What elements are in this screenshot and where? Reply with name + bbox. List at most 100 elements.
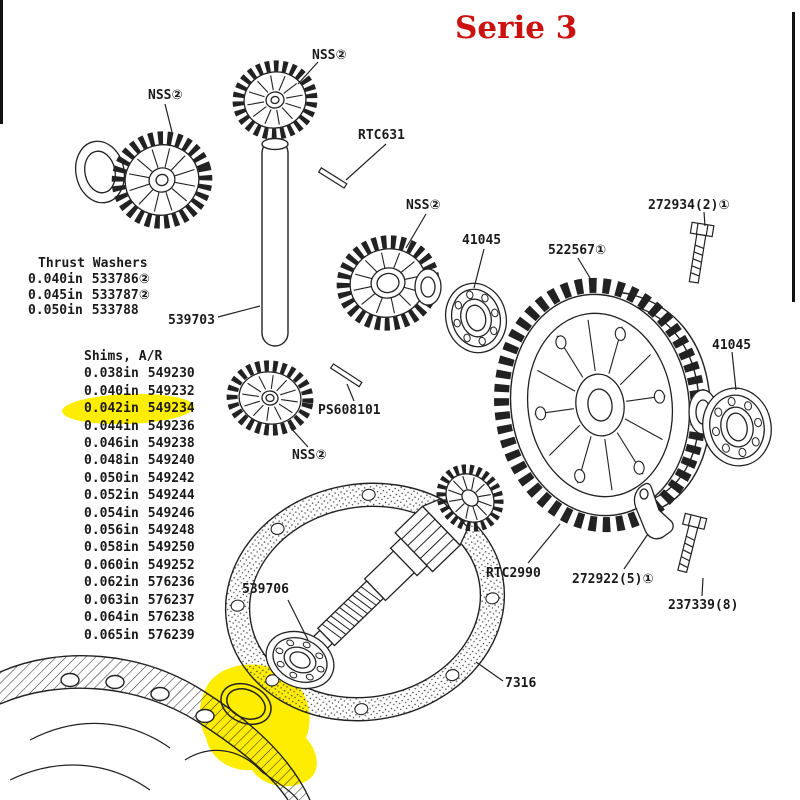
- shim-row-highlight: [62, 393, 194, 425]
- shim-size: 0.063in: [84, 592, 139, 608]
- shim-part: 549248: [147, 523, 195, 539]
- label-bearing-right: 41045: [712, 338, 752, 353]
- shim-size: 0.038in: [84, 366, 139, 382]
- tw-part: 533786: [91, 272, 139, 287]
- label-nss-mid: NSS②: [406, 198, 441, 213]
- label-roll-pin: PS608101: [318, 403, 381, 418]
- shim-row-highlighted: 0.042in 549234: [84, 400, 195, 417]
- bevel-pinion-top: [233, 60, 318, 140]
- bolt-top-part: [688, 221, 715, 284]
- cross-shaft: [261, 137, 289, 347]
- gasket-part: [224, 482, 506, 722]
- thrust-washer-row: 0.045in 533787②: [28, 288, 150, 304]
- shim-row: 0.062in 576236: [84, 574, 195, 591]
- shim-size: 0.042in: [84, 401, 139, 417]
- shim-row: 0.038in 549230: [84, 365, 195, 382]
- shim-row: 0.065in 576239: [84, 627, 195, 644]
- bearing-right-part: [696, 382, 779, 472]
- label-crown-wheel: RTC2990: [486, 566, 541, 581]
- tw-part: 533787: [91, 287, 139, 303]
- shim-size: 0.050in: [84, 470, 139, 486]
- label-bolt-bottom: 237339(8): [668, 598, 739, 613]
- shim-row: 0.040in 549232: [84, 383, 195, 400]
- label-bolt-top: 272934(2)①: [648, 198, 730, 213]
- shim-part: 549240: [147, 453, 195, 469]
- crown-wheel-part: [486, 273, 713, 538]
- label-diff-case: 522567①: [548, 243, 606, 258]
- label-nss-top-left: NSS②: [148, 88, 183, 103]
- tw-qty-badge: ②: [138, 272, 150, 287]
- shim-row: 0.048in 549240: [84, 452, 195, 469]
- label-gasket: 7316: [505, 676, 537, 691]
- axle-housing: [0, 655, 311, 800]
- shim-size: 0.044in: [84, 418, 139, 434]
- shim-size: 0.064in: [84, 610, 139, 626]
- shim-row: 0.060in 549252: [84, 557, 195, 574]
- tw-size: 0.045in: [28, 287, 83, 303]
- shim-row: 0.058in 549250: [84, 539, 195, 556]
- tw-qty-badge: ②: [138, 287, 150, 303]
- shim-part: 576239: [147, 627, 195, 643]
- shims-table: Shims, A/R 0.038in 549230 0.040in 549232 0…: [84, 348, 195, 644]
- label-nss-top-center: NSS②: [312, 48, 347, 63]
- shim-part: 549234: [147, 401, 195, 417]
- thrust-washer-row: 0.040in 533786②: [28, 272, 150, 288]
- bevel-gear-left: [107, 126, 217, 233]
- shim-part: 549244: [147, 488, 195, 504]
- label-rtc631: RTC631: [358, 128, 405, 143]
- shim-size: 0.048in: [84, 453, 139, 469]
- shim-row: 0.052in 549244: [84, 487, 195, 504]
- bevel-pinion-bottom: [228, 361, 312, 435]
- shim-part: 549230: [147, 366, 195, 382]
- shim-row: 0.056in 549248: [84, 522, 195, 539]
- label-bearing-left: 41045: [462, 233, 502, 248]
- shim-row: 0.063in 576237: [84, 592, 195, 609]
- shim-size: 0.052in: [84, 488, 139, 504]
- shims-heading: Shims, A/R: [84, 349, 163, 364]
- shim-part: 549250: [147, 540, 195, 556]
- shim-size: 0.060in: [84, 557, 139, 573]
- shim-part: 576236: [147, 575, 195, 591]
- pinion-bearing-part: [257, 621, 343, 699]
- label-lock-tab: 272922(5)①: [572, 572, 654, 587]
- shim-row: 0.044in 549236: [84, 418, 195, 435]
- shim-size: 0.065in: [84, 627, 139, 643]
- shim-row: 0.064in 576238: [84, 609, 195, 626]
- shim-part: 549242: [147, 470, 195, 486]
- thrust-washers-heading: Thrust Washers: [38, 256, 148, 271]
- pinion-shaft-part: [306, 457, 511, 657]
- page-title: Serie 3: [455, 10, 578, 46]
- shim-size: 0.056in: [84, 523, 139, 539]
- shim-part: 549252: [147, 557, 195, 573]
- roll-pin-ps608101: [329, 363, 363, 388]
- bolt-bottom-part: [677, 512, 708, 574]
- leader-lines: [164, 61, 737, 682]
- shim-washer-part: [220, 682, 272, 726]
- shim-size: 0.062in: [84, 575, 139, 591]
- shim-row: 0.054in 549246: [84, 505, 195, 522]
- thrust-washers-table: Thrust Washers 0.040in 533786② 0.045in 533…: [28, 255, 150, 319]
- shim-size: 0.058in: [84, 540, 139, 556]
- tw-size: 0.040in: [28, 272, 83, 287]
- shim-part: 549232: [147, 383, 195, 399]
- label-pinion-shaft: 539706: [242, 582, 289, 597]
- shim-part: 576238: [147, 610, 195, 626]
- shim-size: 0.046in: [84, 436, 139, 452]
- shim-part: 549238: [147, 436, 195, 452]
- bearing-left-part: [438, 276, 514, 359]
- shim-row: 0.046in 549238: [84, 435, 195, 452]
- tw-size: 0.050in: [28, 303, 83, 318]
- scan-edge-bars: [0, 0, 795, 302]
- shim-part: 549236: [147, 418, 195, 434]
- thrust-washer-row: 0.050in 533788: [28, 303, 150, 319]
- tw-part: 533788: [91, 303, 139, 318]
- shim-size: 0.040in: [84, 383, 139, 399]
- lock-tab-part: [633, 482, 674, 540]
- shim-row: 0.050in 549242: [84, 470, 195, 487]
- shim-size: 0.054in: [84, 505, 139, 521]
- shim-part: 576237: [147, 592, 195, 608]
- shim-part: 549246: [147, 505, 195, 521]
- gear-hub: [414, 268, 442, 306]
